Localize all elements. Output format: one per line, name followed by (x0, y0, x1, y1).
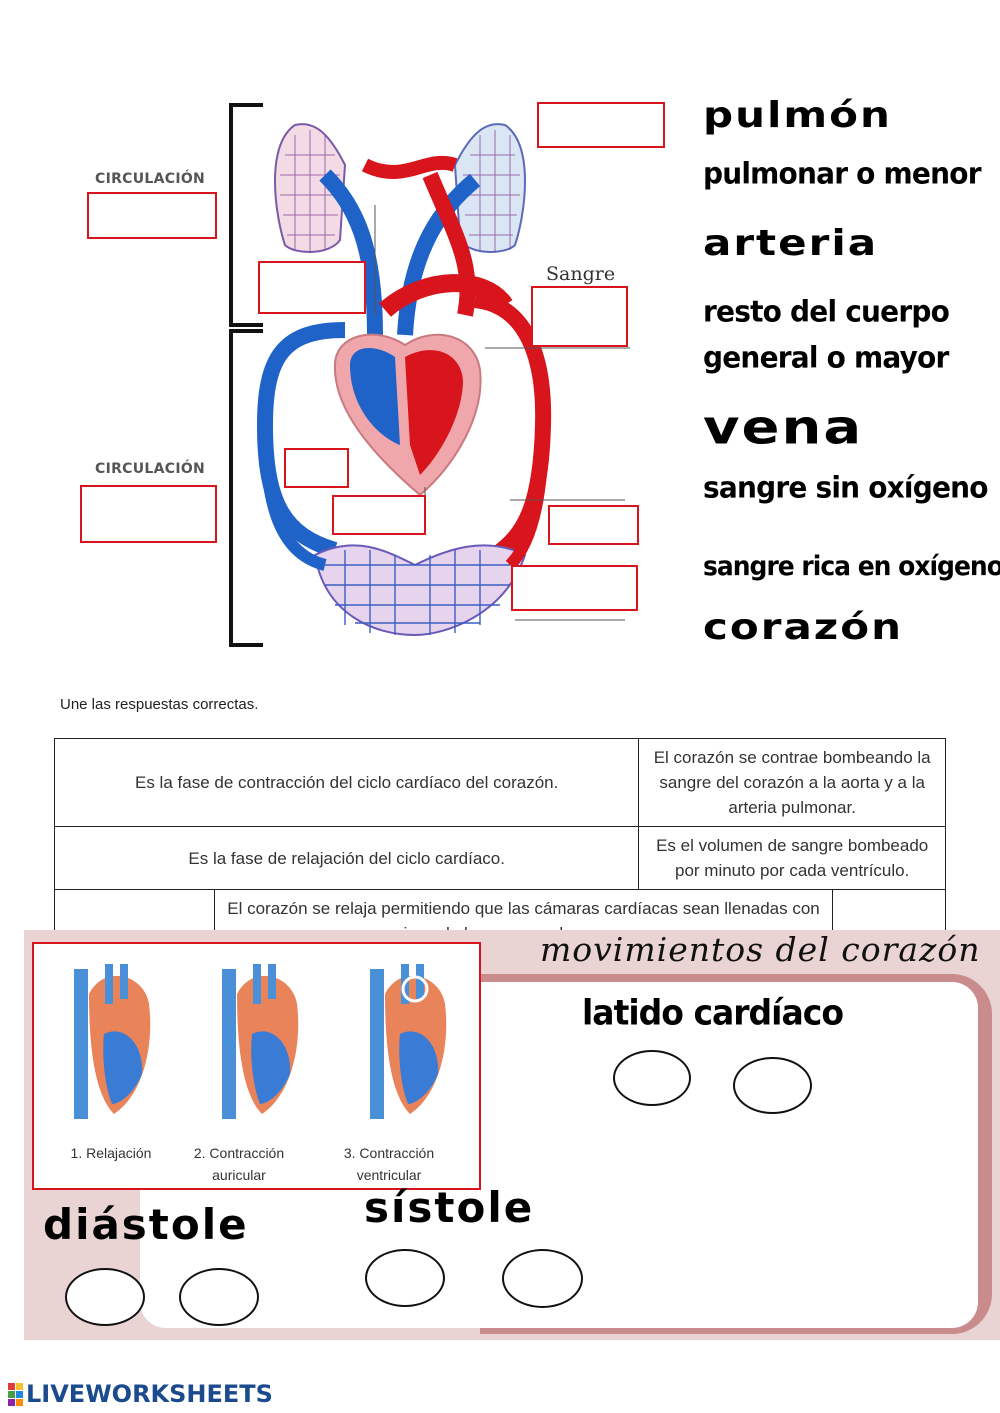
cardiac-phases-illustration: 1. Relajación 2. Contracción auricular 3… (32, 942, 481, 1190)
phase-label-contraccion-auricular: 2. Contracción auricular (193, 1145, 285, 1183)
drop-zone-vein[interactable] (284, 448, 349, 488)
diastole-label[interactable]: diástole (43, 1200, 249, 1249)
word-general-o-mayor[interactable]: general o mayor (703, 340, 949, 375)
drop-zone-circulation-top[interactable] (87, 192, 217, 239)
word-arteria[interactable]: arteria (703, 222, 879, 264)
circulation-label-top: CIRCULACIÓN (95, 171, 206, 187)
circulation-label-bottom: CIRCULACIÓN (95, 461, 206, 477)
table-cell-systole-definition[interactable]: Es la fase de contracción del ciclo card… (53, 738, 640, 827)
drop-zone-artery-body[interactable] (548, 505, 639, 545)
drop-zone-rest-of-body[interactable] (511, 565, 638, 611)
sistole-oval-2[interactable] (502, 1249, 583, 1308)
table-row: Es la fase de relajación del ciclo cardí… (53, 826, 946, 890)
table-row: Es la fase de contracción del ciclo card… (53, 738, 946, 827)
table-cell-cardiac-output[interactable]: Es el volumen de sangre bombeado por min… (638, 826, 946, 890)
word-sangre-sin-oxigeno[interactable]: sangre sin oxígeno (703, 470, 989, 505)
word-sangre-rica-en-oxigeno[interactable]: sangre rica en oxígeno (703, 550, 1000, 582)
cardiac-phases-drawing (74, 964, 447, 1119)
diastole-oval-1[interactable] (65, 1268, 145, 1326)
matching-table: Es la fase de contracción del ciclo card… (53, 738, 946, 953)
movements-title: movimientos del corazón (540, 930, 981, 969)
drop-zone-blood-type[interactable] (531, 286, 628, 347)
drop-zone-artery-pulmonary[interactable] (258, 261, 366, 314)
drop-zone-lung[interactable] (537, 102, 665, 148)
logo-squares-icon (8, 1383, 26, 1407)
diastole-oval-2[interactable] (179, 1268, 259, 1326)
word-pulmon[interactable]: pulmón (703, 94, 892, 136)
sistole-oval-1[interactable] (365, 1249, 445, 1307)
instruction-text: Une las respuestas correctas. (60, 696, 259, 713)
phase-label-relajacion: 1. Relajación (70, 1145, 152, 1161)
latido-cardiaco-label: latido cardíaco (582, 992, 844, 1033)
drop-zone-circulation-bottom[interactable] (80, 485, 217, 543)
brand-name: LIVEWORKSHEETS (26, 1380, 273, 1408)
word-vena[interactable]: vena (703, 400, 864, 456)
table-cell-systole-description[interactable]: El corazón se contrae bombeando la sangr… (638, 738, 946, 827)
phase-label-contraccion-ventricular: 3. Contracción ventricular (343, 1145, 435, 1183)
drop-zone-heart[interactable] (332, 495, 426, 535)
word-corazon[interactable]: corazón (703, 606, 904, 648)
liveworksheets-logo: LIVEWORKSHEETS (8, 1380, 273, 1408)
table-cell-diastole-definition[interactable]: Es la fase de relajación del ciclo cardí… (53, 826, 640, 890)
sistole-label[interactable]: sístole (364, 1183, 535, 1232)
latido-oval-2[interactable] (733, 1057, 812, 1114)
sangre-label: Sangre (546, 263, 616, 285)
word-pulmonar-o-menor[interactable]: pulmonar o menor (703, 156, 982, 191)
latido-oval-1[interactable] (613, 1050, 691, 1106)
circulation-diagram (229, 103, 630, 647)
word-resto-del-cuerpo[interactable]: resto del cuerpo (703, 294, 950, 329)
